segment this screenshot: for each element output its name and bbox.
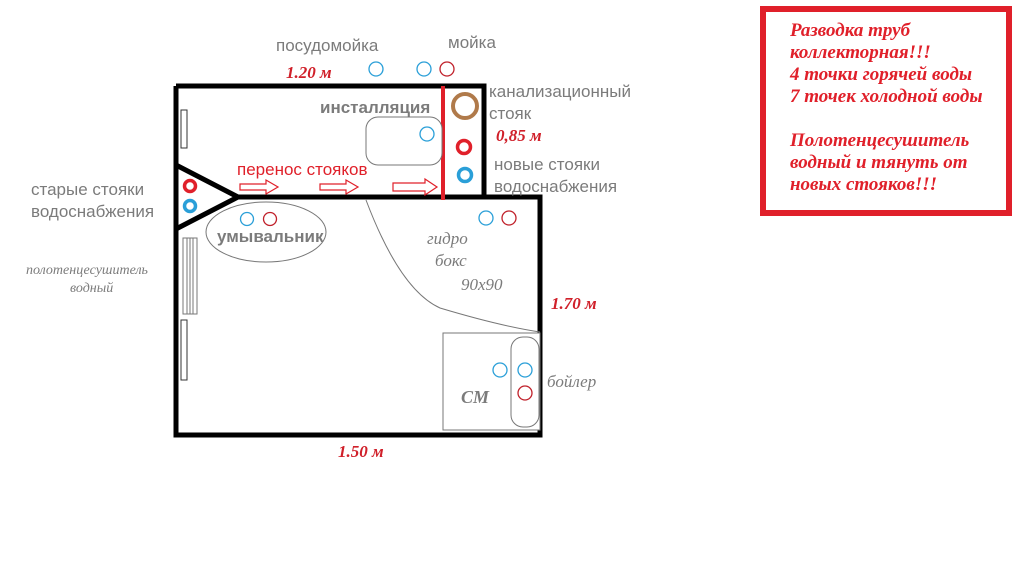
washing-machine-label: СМ: [461, 387, 490, 407]
cold-point-boiler: [517, 362, 533, 378]
hot-point-washbasin: [262, 211, 278, 227]
washbasin-label: умывальник: [217, 227, 324, 246]
note-box: Разводка труб коллекторная!!! 4 точки го…: [760, 6, 1012, 216]
dimension-bottom: 1.50 м: [338, 442, 384, 461]
hot-point-sink: [439, 61, 455, 77]
old-risers-label-2: водоснабжения: [31, 202, 155, 221]
shower-box-label-2: бокс: [435, 251, 467, 270]
cold-point-dishwasher: [368, 61, 384, 77]
note-line: Разводка труб: [790, 20, 911, 41]
dishwasher-label: посудомойка: [276, 36, 379, 55]
note-line: коллекторная!!!: [790, 42, 931, 63]
note-line: 7 точек холодной воды: [790, 86, 983, 107]
riser-transfer-label: перенос стояков: [237, 160, 368, 179]
boiler-label: бойлер: [547, 372, 597, 391]
towel-dryer-label-1: полотенцесушитель: [26, 263, 148, 278]
shower-box-label-1: гидро: [427, 229, 468, 248]
sewer-riser-icon: [451, 92, 479, 120]
wall-outline: [173, 83, 543, 438]
shower-box-curve: [365, 199, 541, 333]
hot-point-shower: [501, 210, 517, 226]
cold-point-washbasin: [239, 211, 255, 227]
wall-opening-top: [180, 109, 188, 149]
towel-dryer-label-2: водный: [70, 281, 114, 296]
cold-point-installation: [419, 126, 435, 142]
note-line: Полотенцесушитель: [790, 130, 970, 151]
cold-point-shower: [478, 210, 494, 226]
new-risers-label-2: водоснабжения: [494, 177, 618, 196]
cold-point-washing-machine: [492, 362, 508, 378]
cold-point-sink: [416, 61, 432, 77]
new-hot-riser-icon: [455, 138, 473, 156]
sink-label: мойка: [448, 33, 496, 52]
sewer-riser-label-1: канализационный: [489, 82, 631, 101]
shower-box-size: 90x90: [461, 275, 503, 294]
towel-dryer-icon: [182, 237, 198, 315]
installation-label: инсталляция: [320, 98, 431, 117]
old-cold-riser-icon: [182, 198, 198, 214]
new-cold-riser-icon: [456, 166, 474, 184]
old-risers-label-1: старые стояки: [31, 180, 145, 199]
installation-toilet: [365, 116, 443, 166]
old-hot-riser-icon: [182, 178, 198, 194]
sewer-riser-label-2: стояк: [489, 104, 532, 123]
washbasin-shape: [205, 201, 327, 263]
dimension-top: 1.20 м: [286, 63, 332, 82]
boiler-shape: [510, 336, 540, 428]
wall-opening-bottom: [180, 319, 188, 381]
hot-point-boiler: [517, 385, 533, 401]
dimension-085: 0,85 м: [496, 126, 542, 145]
note-line: водный и тянуть от: [790, 152, 968, 173]
note-line: новых стояков!!!: [790, 174, 938, 195]
transfer-arrows: [239, 177, 439, 197]
dimension-170: 1.70 м: [551, 294, 597, 313]
new-risers-label-1: новые стояки: [494, 155, 600, 174]
note-line: 4 точки горячей воды: [790, 64, 973, 85]
note-line: [790, 108, 996, 130]
